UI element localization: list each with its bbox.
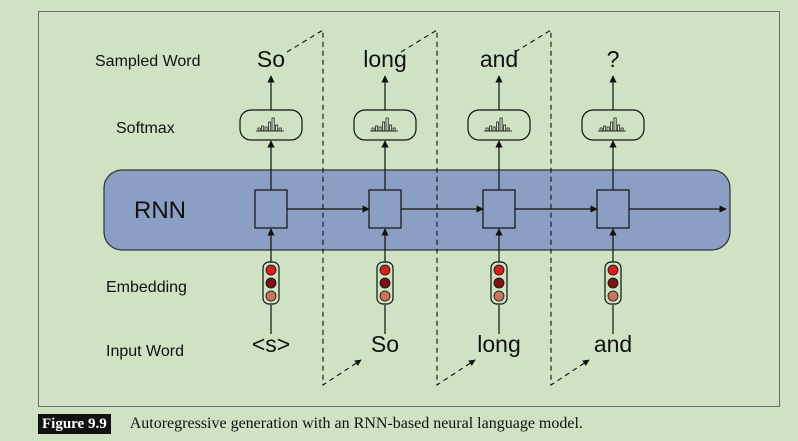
- hidden-cell: [596, 189, 630, 229]
- figure-number: Figure 9.9: [38, 414, 111, 434]
- row-label-sampled-word: Sampled Word: [95, 53, 201, 70]
- step-4: ? and: [581, 46, 727, 357]
- histogram-icon: [598, 117, 626, 132]
- embedding-cell: [265, 290, 277, 302]
- output-word: long: [363, 46, 406, 72]
- hidden-cell: [368, 189, 402, 229]
- embedding-cell: [265, 264, 277, 276]
- feedback-dashed-arrow: [286, 29, 362, 387]
- hidden-cell: [254, 189, 288, 229]
- embedding-cell: [265, 277, 277, 289]
- row-label-softmax: Softmax: [116, 120, 175, 137]
- embedding-cell: [607, 277, 619, 289]
- input-word: <s>: [252, 331, 290, 357]
- histogram-icon: [484, 117, 512, 132]
- histogram-icon: [256, 117, 284, 132]
- output-word: ?: [607, 46, 620, 72]
- input-word: long: [477, 331, 520, 357]
- embedding-cell: [379, 277, 391, 289]
- output-word: So: [257, 46, 285, 72]
- embedding-cell: [607, 264, 619, 276]
- embedding-cell: [493, 277, 505, 289]
- embedding-cell: [379, 290, 391, 302]
- feedback-dashed-arrow: [514, 29, 590, 387]
- step-1: So <s>: [239, 29, 370, 387]
- input-word: So: [371, 331, 399, 357]
- step-3: and long: [467, 29, 598, 387]
- row-label-embedding: Embedding: [106, 279, 187, 296]
- embedding-cell: [379, 264, 391, 276]
- hidden-cell: [482, 189, 516, 229]
- rnn-band: [103, 169, 731, 251]
- figure-caption: Figure 9.9 Autoregressive generation wit…: [38, 413, 583, 435]
- rnn-label: RNN: [134, 197, 186, 224]
- histogram-icon: [370, 117, 398, 132]
- caption-text: Autoregressive generation with an RNN-ba…: [129, 415, 583, 432]
- row-label-input-word: Input Word: [106, 343, 184, 360]
- feedback-dashed-arrow: [400, 29, 476, 387]
- embedding-cell: [493, 264, 505, 276]
- output-word: and: [480, 46, 518, 72]
- embedding-cell: [493, 290, 505, 302]
- embedding-cell: [607, 290, 619, 302]
- input-word: and: [594, 331, 632, 357]
